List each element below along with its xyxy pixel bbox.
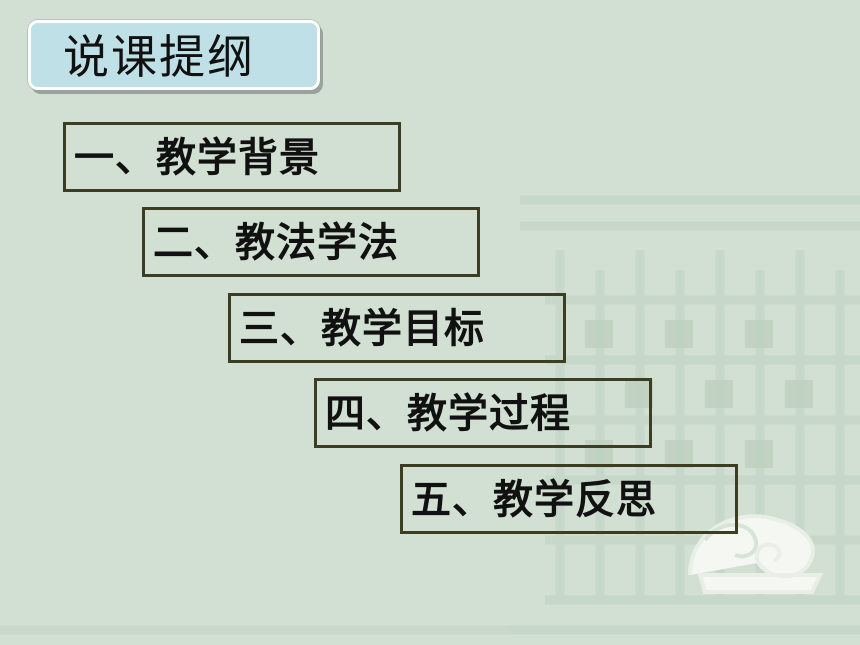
outline-item-2: 二、教法学法 — [142, 207, 480, 277]
outline-item-1: 一、教学背景 — [63, 122, 401, 192]
outline-item-1-label: 一、教学背景 — [74, 135, 320, 181]
title-box: 说课提纲 — [28, 20, 320, 90]
outline-item-4-label: 四、教学过程 — [325, 391, 571, 437]
outline-item-3-label: 三、教学目标 — [239, 306, 485, 352]
outline-item-4: 四、教学过程 — [314, 378, 652, 448]
outline-item-5: 五、教学反思 — [400, 464, 738, 534]
outline-item-5-label: 五、教学反思 — [411, 477, 657, 523]
outline-item-3: 三、教学目标 — [228, 293, 566, 363]
slide-title: 说课提纲 — [63, 30, 255, 84]
dragon-ornament-icon — [688, 514, 824, 594]
outline-item-2-label: 二、教法学法 — [153, 220, 399, 266]
